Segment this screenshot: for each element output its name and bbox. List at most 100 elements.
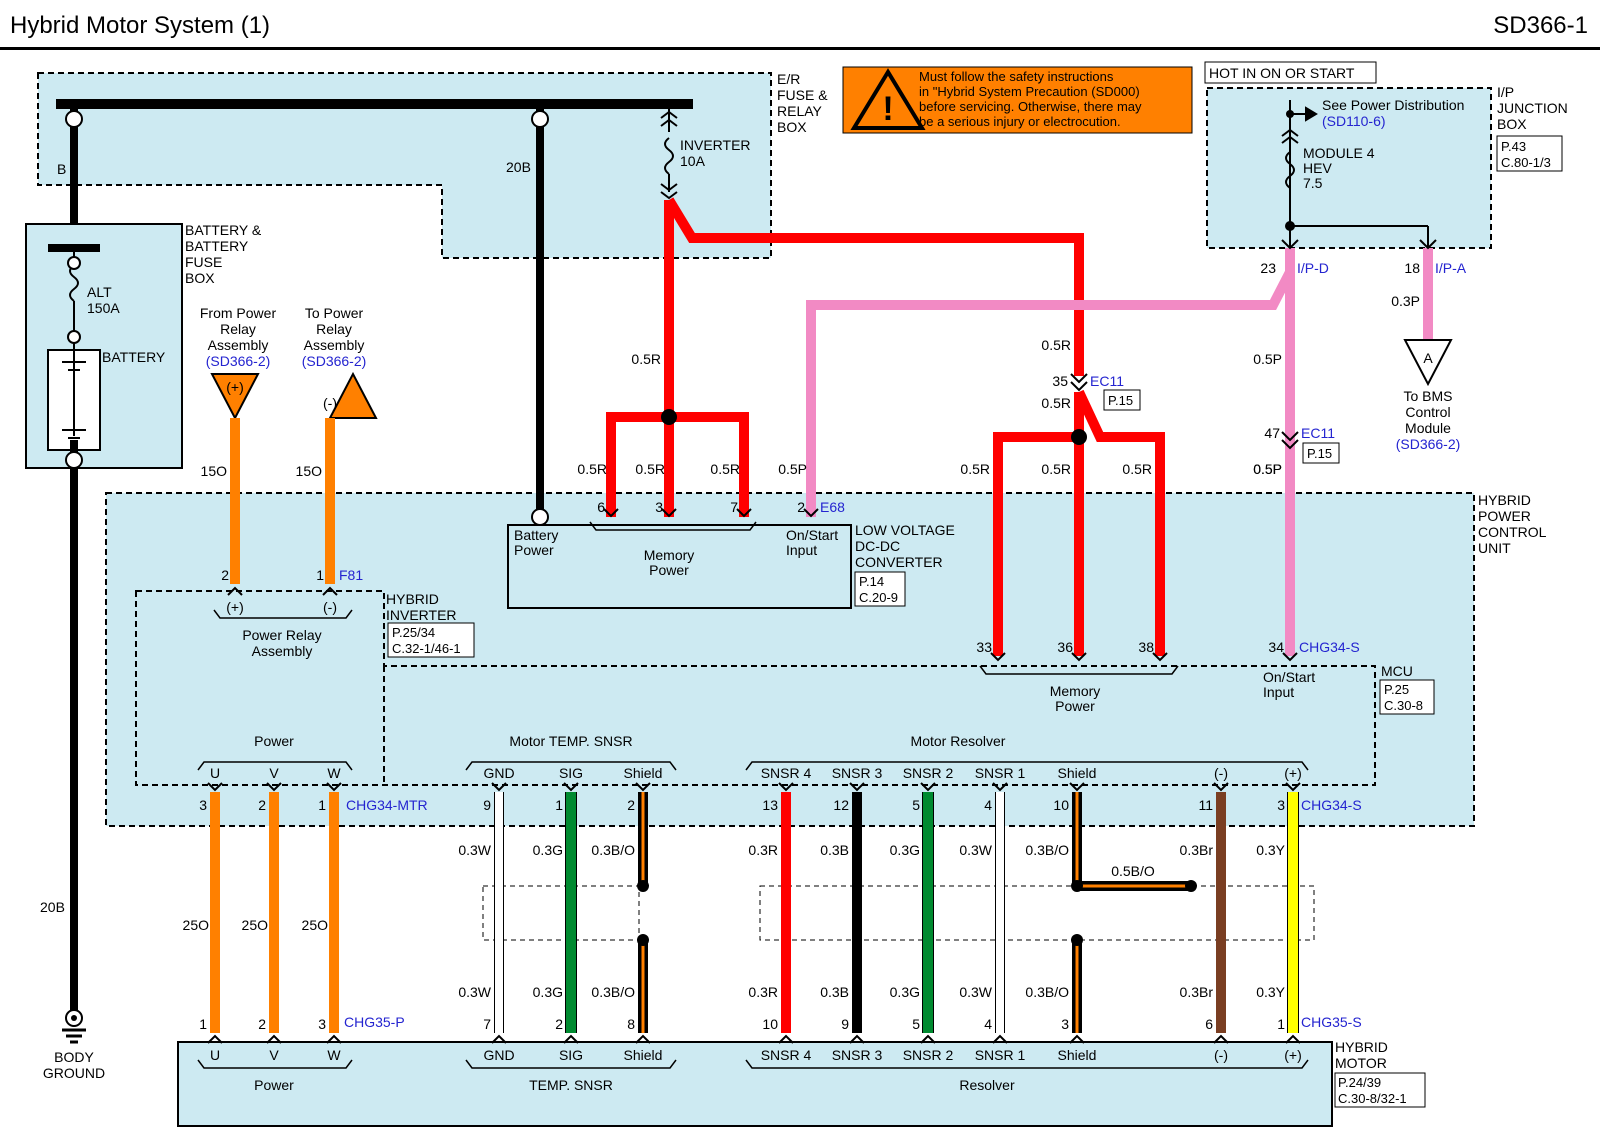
connector-pin-symbol — [1213, 1034, 1229, 1044]
connector-pin-symbol — [207, 1034, 223, 1044]
hybrid-motor-box — [177, 1041, 1333, 1127]
wire-code: 0.3B/O — [1025, 842, 1069, 858]
pin-number: 7 — [730, 499, 738, 515]
signal-name: (+) — [1284, 765, 1302, 781]
wire-code: 0.5R — [577, 461, 607, 477]
pin-number: 6 — [1205, 1016, 1213, 1032]
connector-pin-symbol — [661, 508, 677, 518]
pin-number: 33 — [976, 639, 992, 655]
connector-name: CHG35-P — [344, 1014, 405, 1030]
wire-code: 0.3G — [890, 984, 920, 1000]
connector-pin-symbol — [1069, 1034, 1085, 1044]
fuse-label: INVERTER — [680, 137, 751, 153]
pin-number: 7 — [483, 1016, 491, 1032]
signal-name: Shield — [1058, 765, 1097, 781]
group-bracket — [465, 761, 677, 771]
pin-number: 1 — [1277, 1016, 1285, 1032]
motor-label: MOTOR — [1335, 1055, 1387, 1071]
signal-name: SNSR 4 — [761, 1047, 812, 1063]
ref-label: C.30-8 — [1384, 698, 1423, 713]
er-box-label: RELAY — [777, 103, 823, 119]
relay-assembly-label: Power Relay — [242, 627, 321, 643]
ref-label: P.25 — [1384, 682, 1409, 697]
signal-name: SNSR 3 — [832, 765, 883, 781]
connector-pin-symbol — [1069, 782, 1085, 792]
pin-number: 5 — [912, 797, 920, 813]
ref-label: P.25/34 — [392, 625, 435, 640]
connector-name: CHG35-S — [1301, 1014, 1362, 1030]
warning-text: before servicing. Otherwise, there may — [919, 99, 1142, 114]
battery-box-label: BOX — [185, 270, 215, 286]
pin-label: Battery — [514, 527, 558, 543]
pin-number: 2 — [555, 1016, 563, 1032]
hot-label-box — [1204, 61, 1377, 84]
inverter-label: HYBRID — [386, 591, 439, 607]
to-relay-label: Relay — [316, 321, 352, 337]
wire-code: 0.5R — [710, 461, 740, 477]
pin-label: On/Start — [786, 527, 838, 543]
wire-code: 15O — [296, 463, 323, 479]
see-ref: (SD110-6) — [1322, 113, 1386, 129]
wire-code: 0.5R — [635, 461, 665, 477]
connector-pin-symbol — [992, 1034, 1008, 1044]
pin-number: 1 — [555, 797, 563, 813]
pin-label: Input — [1263, 684, 1294, 700]
body-ground-icon — [62, 1009, 86, 1044]
pin-label: Memory — [644, 547, 695, 563]
group-title: Power — [254, 1077, 294, 1093]
connector-pin-symbol — [207, 782, 223, 792]
pin-number: 1 — [318, 797, 326, 813]
group-title: TEMP. SNSR — [529, 1077, 613, 1093]
connector-pin-symbol — [563, 782, 579, 792]
to-relay-ref: (SD366-2) — [302, 353, 367, 369]
pin-label: Power — [1055, 698, 1095, 714]
pin-label: (-) — [323, 599, 337, 615]
group-bracket — [979, 665, 1179, 675]
ip-box-label: JUNCTION — [1497, 100, 1568, 116]
wire-on-start — [806, 248, 1295, 517]
connector-name: EC11 — [1301, 425, 1335, 441]
group-title: Motor TEMP. SNSR — [509, 733, 632, 749]
connector-pin-symbol — [778, 1034, 794, 1044]
from-relay-ref: (SD366-2) — [206, 353, 271, 369]
ref-label: C.30-8/32-1 — [1338, 1091, 1407, 1106]
connector-pin-symbol — [849, 1034, 865, 1044]
diagram-code: SD366-1 — [1493, 12, 1588, 39]
pin-number: 2 — [797, 499, 805, 515]
connector-pin-symbol — [1285, 1034, 1301, 1044]
from-relay-label: Relay — [220, 321, 256, 337]
wire-code: 0.5P — [1253, 351, 1282, 367]
connector-name: F81 — [339, 567, 363, 583]
pin-number: 10 — [1053, 797, 1069, 813]
wire-code: 0.3B/O — [591, 842, 635, 858]
motor-label: HYBRID — [1335, 1039, 1388, 1055]
connector-name: CHG34-S — [1301, 797, 1362, 813]
signal-name: SNSR 1 — [975, 1047, 1026, 1063]
signal-name: W — [327, 765, 341, 781]
wire-code: 0.3Y — [1256, 984, 1285, 1000]
warning-text: in "Hybrid System Precaution (SD000) — [919, 84, 1140, 99]
fuse-label: HEV — [1303, 160, 1332, 176]
pin-label: Power — [514, 542, 554, 558]
connector-pin-symbol — [266, 782, 282, 792]
group-title: Power — [254, 733, 294, 749]
connector-name: E68 — [820, 499, 845, 515]
pin-number: 2 — [258, 1016, 266, 1032]
hot-label: HOT IN ON OR START — [1209, 65, 1355, 81]
warning-icon: ! — [850, 68, 926, 130]
connector-name: I/P-A — [1435, 260, 1467, 276]
connector-pin-symbol — [1213, 782, 1229, 792]
pin-number: 3 — [318, 1016, 326, 1032]
pin-number: 12 — [833, 797, 849, 813]
pin-number: 9 — [841, 1016, 849, 1032]
connector-pin-symbol — [849, 782, 865, 792]
connector-pin-symbol — [326, 1034, 342, 1044]
ref-label: P.43 — [1501, 139, 1526, 154]
mcu-label: MCU — [1381, 663, 1413, 679]
wire-code: 0.3G — [533, 984, 563, 1000]
from-relay-label: Assembly — [208, 337, 269, 353]
connector-pin-symbol — [1152, 652, 1168, 662]
pin-label: Input — [786, 542, 817, 558]
connector-name: CHG34-S — [1299, 639, 1360, 655]
connector-pin-symbol — [322, 586, 338, 596]
